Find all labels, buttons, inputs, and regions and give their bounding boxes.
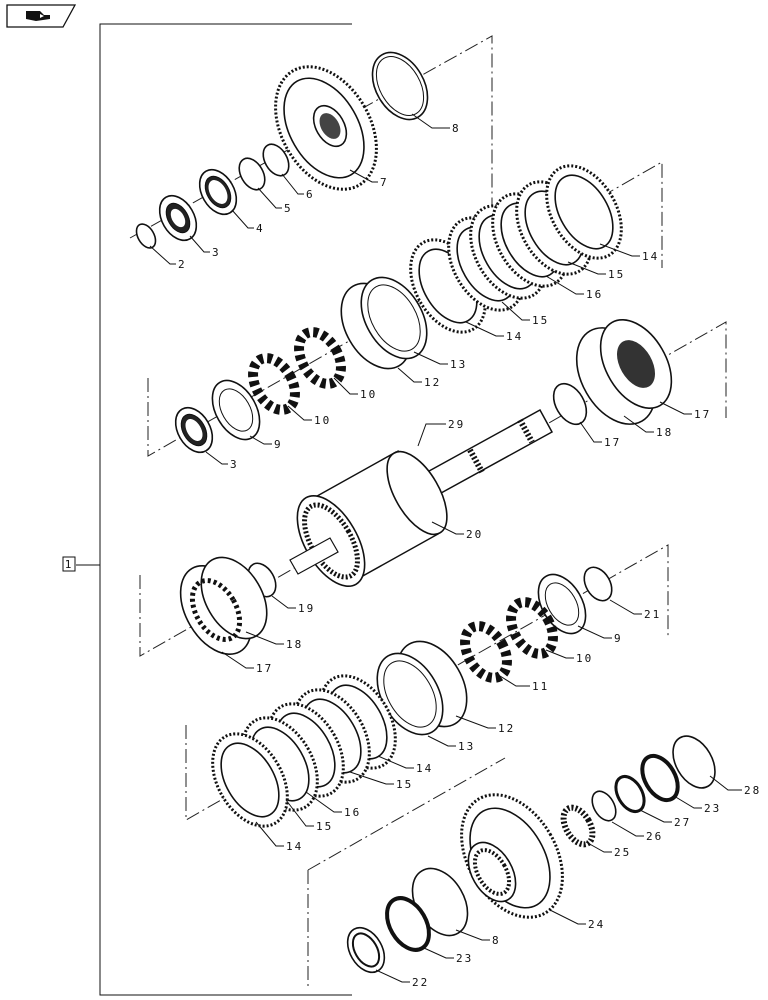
part-roller-cage-10a [248, 353, 300, 415]
callout-15: 15 [608, 268, 625, 281]
callout-19: 19 [298, 602, 315, 615]
callout-15: 15 [532, 314, 549, 327]
callout-9: 9 [614, 632, 623, 645]
callout-10: 10 [576, 652, 593, 665]
part-seal-22 [346, 926, 386, 974]
callout-7: 7 [380, 176, 389, 189]
callout-17: 17 [694, 408, 711, 421]
callout-13: 13 [450, 358, 467, 371]
part-bearing-3-top [158, 194, 198, 242]
group-bracket: 1 [62, 23, 352, 996]
part-piston-17-18-right [575, 319, 673, 425]
callout-labels: 2 3 4 5 6 7 8 14 15 16 15 14 13 12 10 10… [149, 113, 761, 989]
part-roller-cage-10c [506, 597, 558, 659]
part-clutch-pack-14-16-bottom [211, 674, 397, 828]
callout-3: 3 [212, 246, 221, 259]
part-ring-5 [238, 157, 266, 191]
callout-26: 26 [646, 830, 663, 843]
callout-14: 14 [416, 762, 433, 775]
part-shaft-29 [418, 408, 554, 500]
callout-12: 12 [424, 376, 441, 389]
callout-3: 3 [230, 458, 239, 471]
callout-15: 15 [316, 820, 333, 833]
callout-21: 21 [644, 608, 661, 621]
callout-12: 12 [498, 722, 515, 735]
callout-14: 14 [642, 250, 659, 263]
part-roller-cage-10b [294, 327, 346, 389]
callout-18: 18 [286, 638, 303, 651]
callout-29: 29 [448, 418, 465, 431]
callout-9: 9 [274, 438, 283, 451]
part-ring-13-top [360, 276, 428, 360]
part-ring-26 [591, 790, 617, 822]
callout-23: 23 [456, 952, 473, 965]
part-seal-4 [198, 168, 238, 216]
part-ring-28 [672, 735, 716, 789]
callout-5: 5 [284, 202, 293, 215]
callout-15: 15 [396, 778, 413, 791]
part-snap-ring-2 [135, 223, 157, 249]
callout-8: 8 [492, 934, 501, 947]
callout-23: 23 [704, 802, 721, 815]
callout-17: 17 [604, 436, 621, 449]
callout-10: 10 [360, 388, 377, 401]
callout-27: 27 [674, 816, 691, 829]
callout-13: 13 [458, 740, 475, 753]
callout-22: 22 [412, 976, 429, 989]
back-arrow-icon [26, 11, 50, 21]
part-ring-6 [262, 143, 290, 177]
callout-18: 18 [656, 426, 673, 439]
part-ring-27 [614, 774, 646, 814]
callout-14: 14 [506, 330, 523, 343]
part-gear-24 [460, 793, 564, 919]
callout-14: 14 [286, 840, 303, 853]
part-needle-bearing-25 [560, 804, 596, 848]
part-ring-13-bottom [376, 652, 444, 736]
part-snap-ring-23-left [385, 896, 431, 952]
group-marker-label: 1 [65, 558, 74, 571]
callout-28: 28 [744, 784, 761, 797]
part-roller-cage-11 [460, 621, 512, 683]
callout-4: 4 [256, 222, 265, 235]
part-snap-ring-23-right [640, 753, 680, 803]
callout-25: 25 [614, 846, 631, 859]
part-clutch-housing-20 [296, 450, 448, 588]
callout-10: 10 [314, 414, 331, 427]
callout-11: 11 [532, 680, 549, 693]
callout-20: 20 [466, 528, 483, 541]
callout-24: 24 [588, 918, 605, 931]
callout-6: 6 [306, 188, 315, 201]
part-shaft-stub [289, 537, 339, 575]
part-clutch-plate-14-top-end [545, 164, 623, 260]
part-ring-8-top [371, 51, 429, 121]
back-navigation-button[interactable] [6, 4, 76, 28]
part-thrust-washer-9-top [211, 379, 261, 441]
callout-17: 17 [256, 662, 273, 675]
callout-16: 16 [586, 288, 603, 301]
part-bearing-3-mid [174, 406, 214, 454]
callout-2: 2 [178, 258, 187, 271]
callout-8: 8 [452, 122, 461, 135]
part-clutch-pack-15-16 [447, 180, 593, 312]
callout-16: 16 [344, 806, 361, 819]
part-piston-17-18-left [179, 556, 268, 655]
part-gear-7 [274, 65, 378, 191]
part-ring-21 [583, 566, 613, 602]
